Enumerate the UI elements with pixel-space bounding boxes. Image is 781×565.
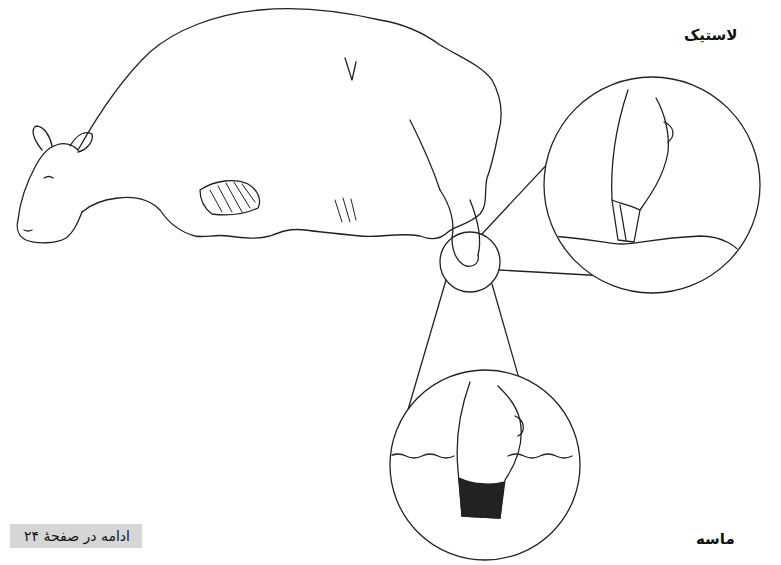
dewclaw bbox=[515, 416, 523, 436]
cow-front-leg bbox=[200, 181, 260, 215]
sunken-hoof bbox=[459, 478, 504, 518]
dewclaw bbox=[664, 122, 673, 142]
note-text: ادامه در صفحهٔ ۲۴ bbox=[22, 528, 130, 544]
hoof-in-sand bbox=[457, 382, 521, 518]
cow-ear bbox=[70, 133, 92, 152]
cow-outline bbox=[78, 9, 501, 239]
detail-circle bbox=[390, 370, 580, 560]
part-label: ماسه bbox=[696, 530, 735, 548]
rubber-surface bbox=[548, 236, 745, 269]
hoof-on-rubber bbox=[612, 90, 669, 242]
cow-nostril bbox=[24, 230, 32, 231]
tail-mark bbox=[345, 58, 356, 80]
leg-shading bbox=[335, 198, 356, 222]
rear-hoof bbox=[452, 238, 478, 266]
cow-rear-leg bbox=[440, 190, 480, 255]
detail-circle bbox=[544, 77, 760, 293]
sand-surface bbox=[390, 454, 572, 458]
note-box: ادامه در صفحهٔ ۲۴ bbox=[10, 524, 142, 548]
cow-eye bbox=[44, 177, 53, 179]
leg-shading bbox=[210, 182, 255, 212]
cow-head bbox=[17, 144, 82, 243]
hoof-claw bbox=[612, 200, 640, 240]
cow-ear bbox=[33, 126, 52, 150]
part-label: لاستیک bbox=[684, 26, 738, 44]
body-fold bbox=[410, 120, 440, 190]
magnifier-circle bbox=[440, 232, 500, 292]
